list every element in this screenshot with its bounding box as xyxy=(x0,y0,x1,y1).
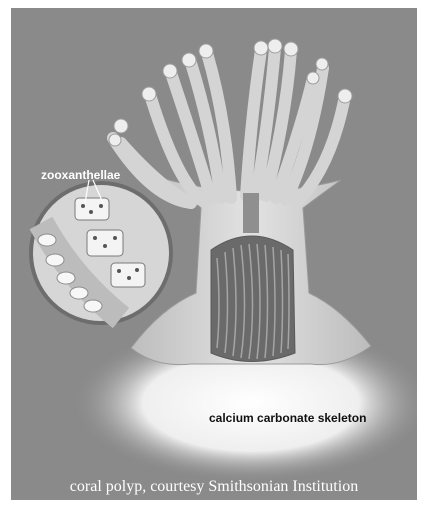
tentacles xyxy=(113,48,345,203)
zooxanthellae-label: zooxanthellae xyxy=(41,168,120,182)
image-caption: coral polyp, courtesy Smithsonian Instit… xyxy=(11,478,417,496)
polyp-mouth xyxy=(243,193,259,233)
illustration-frame: zooxanthellae calcium carbonate skeleton… xyxy=(11,8,417,500)
coral-polyp-illustration xyxy=(11,8,417,500)
skeleton-label: calcium carbonate skeleton xyxy=(209,411,366,425)
